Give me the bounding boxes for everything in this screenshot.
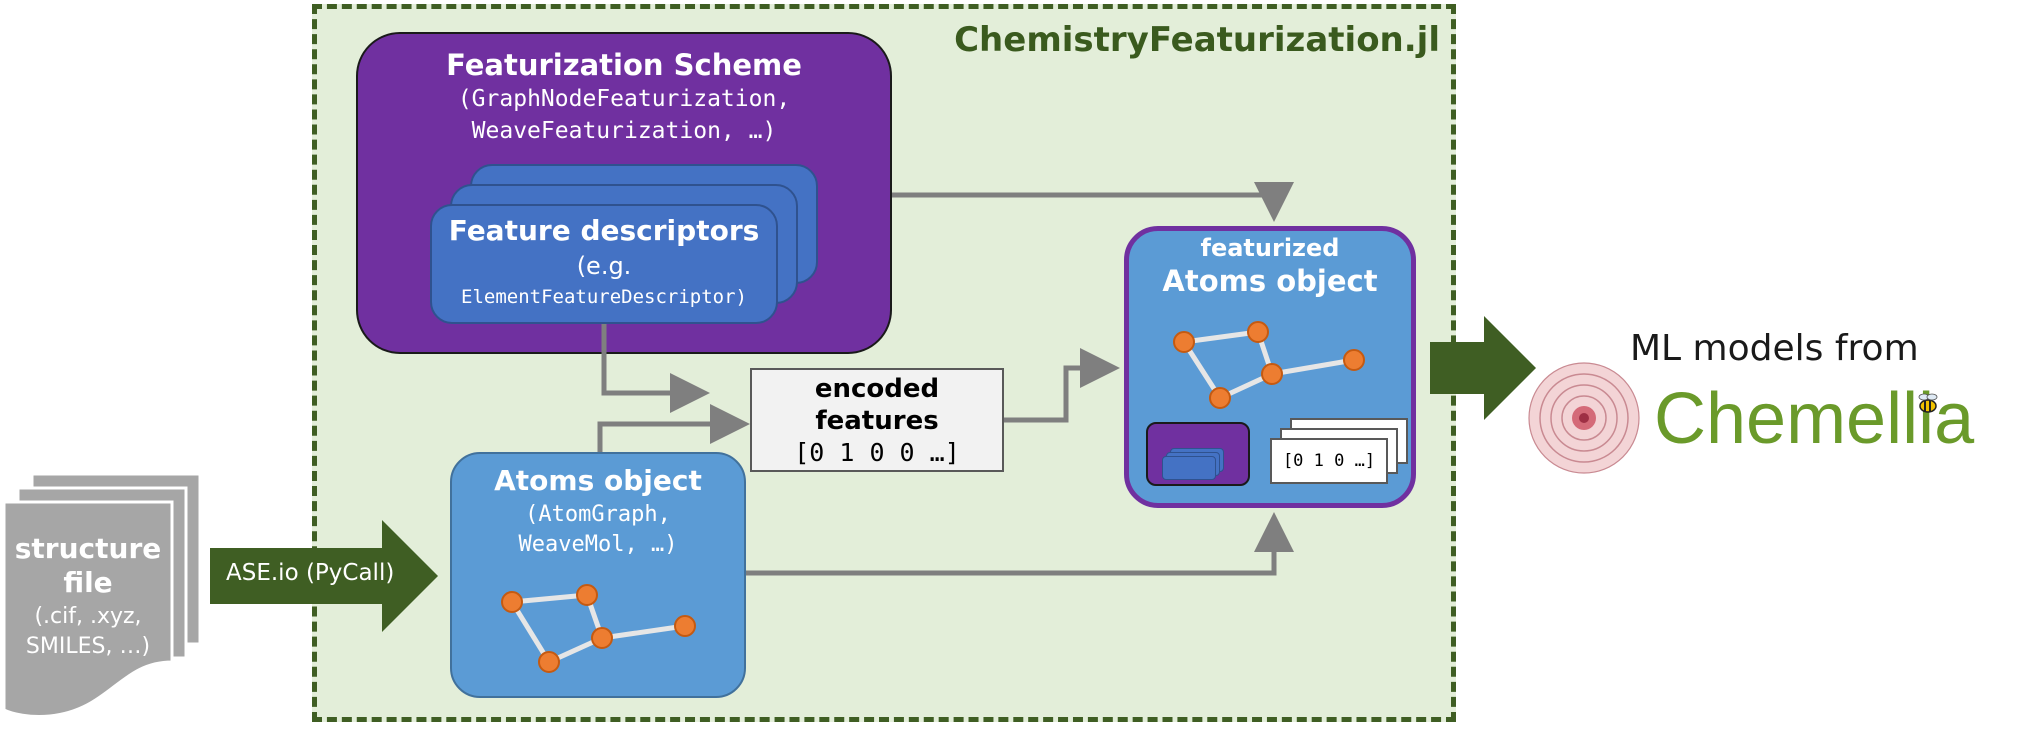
structure-title-line2: file	[63, 566, 113, 599]
ml-models-label: ML models from	[1630, 328, 1919, 369]
featurized-title: Atoms object	[1162, 264, 1378, 298]
atoms-examples-line1: (AtomGraph,	[525, 502, 671, 527]
package-title: ChemistryFeaturization.jl	[954, 20, 1440, 60]
ase-io-label: ASE.io (PyCall)	[226, 560, 395, 586]
ase-io-arrow	[210, 520, 438, 632]
structure-formats-line1: (.cif, .xyz,	[34, 604, 142, 629]
descriptor-example: ElementFeatureDescriptor)	[461, 286, 747, 308]
scheme-to-featurized-arrow	[892, 182, 1294, 222]
descriptor-card-front	[430, 204, 778, 324]
structure-formats-line2: SMILES, …)	[25, 634, 151, 659]
mini-card-front	[1162, 456, 1216, 480]
structure-title-line1: structure	[14, 532, 162, 565]
atoms-to-encoded-arrow	[597, 404, 750, 452]
encoded-to-featurized-arrow	[1004, 348, 1120, 423]
atoms-graph-icon	[501, 584, 696, 673]
chemellia-flower-logo	[1528, 362, 1640, 474]
bee-icon	[1918, 393, 1938, 413]
featurized-label: featurized	[1200, 234, 1340, 262]
atoms-examples-line2: WeaveMol, …)	[518, 532, 678, 557]
scheme-examples-line2: WeaveFeaturization, …)	[471, 118, 777, 144]
encoded-label-line1: encoded	[814, 374, 940, 404]
scheme-title: Featurization Scheme	[446, 48, 802, 82]
atoms-title: Atoms object	[494, 464, 702, 497]
scheme-examples-line1: (GraphNodeFeaturization,	[457, 86, 791, 112]
featurized-graph-icon	[1173, 321, 1365, 409]
descriptor-to-encoded-arrow	[601, 324, 710, 413]
structure-file-icon	[2, 472, 202, 718]
descriptor-eg: (e.g.	[576, 252, 632, 280]
output-arrow	[1430, 316, 1536, 420]
encoded-label-line2: features	[815, 406, 939, 436]
descriptor-title: Feature descriptors	[448, 214, 760, 247]
chemellia-wordmark: Chemellia	[1654, 379, 1975, 459]
encoded-features-box	[750, 368, 1004, 472]
atoms-object-box	[450, 452, 746, 698]
atoms-to-featurized-arrow	[746, 512, 1294, 576]
mini-vector-front: [0 1 0 …]	[1270, 438, 1388, 484]
encoded-vector: [0 1 0 0 …]	[794, 438, 960, 467]
